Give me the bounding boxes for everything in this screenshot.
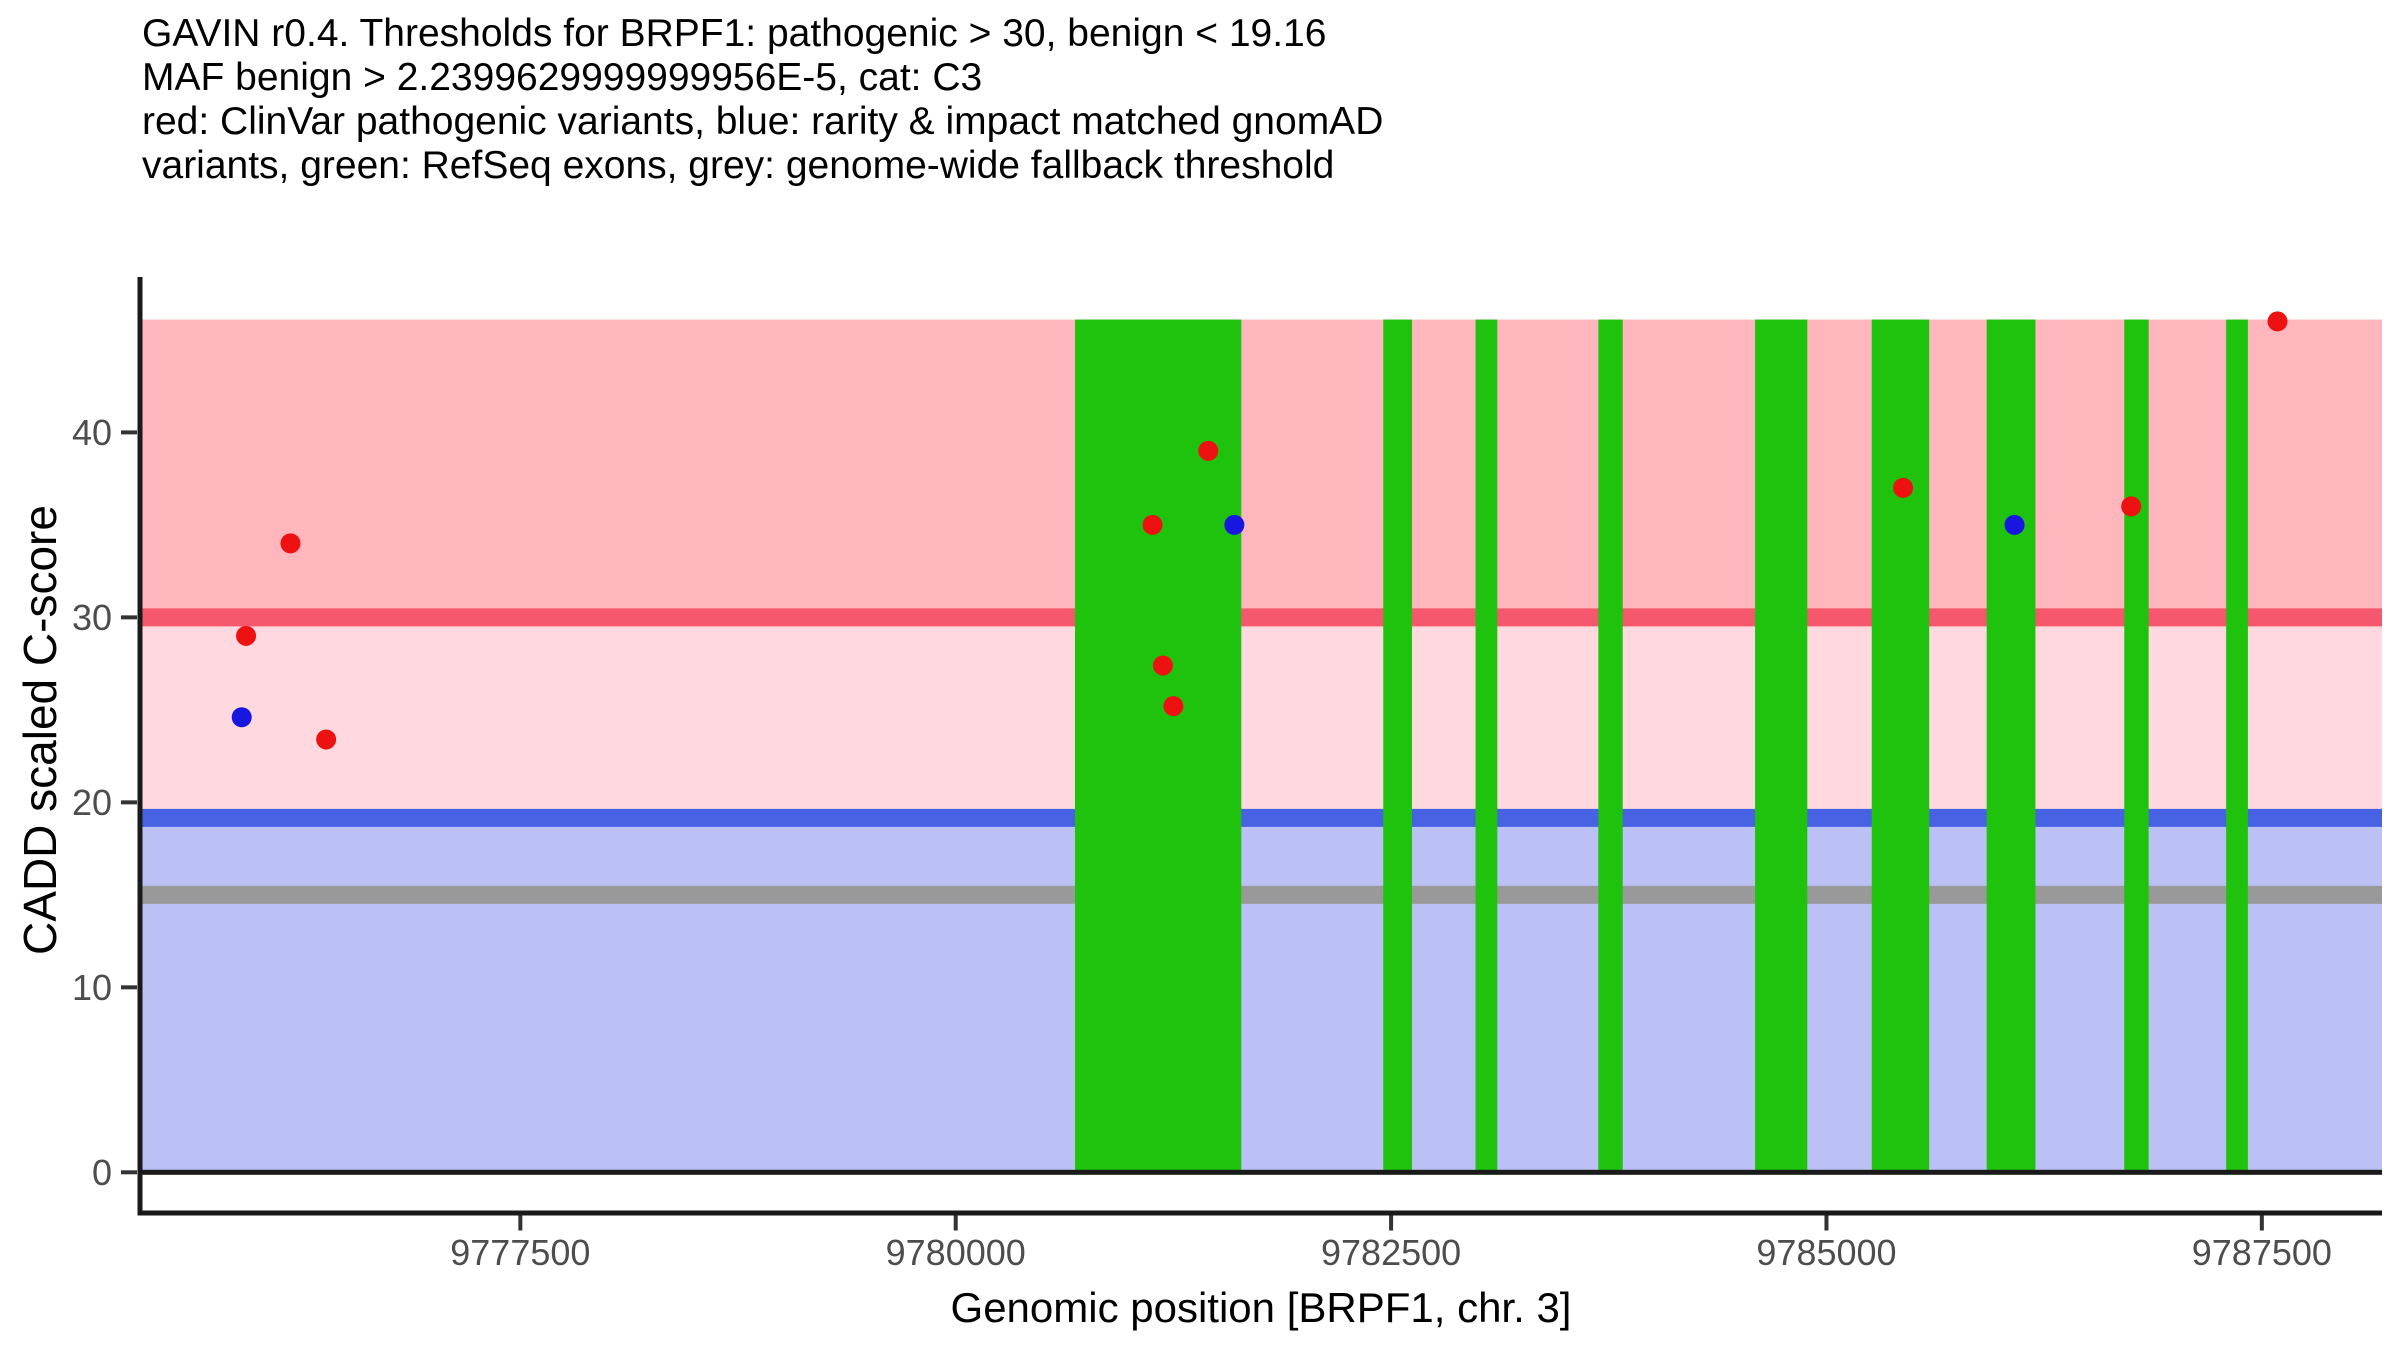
exon-bar <box>1986 319 2036 1173</box>
exon-bar <box>1383 319 1412 1173</box>
x-tick <box>1389 1215 1394 1231</box>
y-tick-label: 30 <box>72 597 112 638</box>
x-tick-label: 9785000 <box>1756 1232 1896 1273</box>
x-tick <box>953 1215 958 1231</box>
band-pathogenic <box>142 319 2382 618</box>
x-tick-label: 9787500 <box>2192 1232 2332 1273</box>
x-tick-label: 9782500 <box>1321 1232 1461 1273</box>
x-tick-label: 9780000 <box>886 1232 1026 1273</box>
x-tick <box>2259 1215 2264 1231</box>
y-tick <box>121 800 137 805</box>
variant-dot-gnomad <box>2004 514 2025 535</box>
variant-dot-gnomad <box>231 707 252 728</box>
exon-bar <box>2124 319 2149 1173</box>
x-tick <box>518 1215 523 1231</box>
variant-dot-clinvar <box>2267 311 2288 332</box>
y-tick-label: 40 <box>72 412 112 453</box>
band-benign <box>142 817 2382 1173</box>
title-line-3: red: ClinVar pathogenic variants, blue: … <box>142 100 1384 143</box>
threshold-line-genome_wide_fallback <box>142 885 2382 904</box>
title-line-1: GAVIN r0.4. Thresholds for BRPF1: pathog… <box>142 12 1327 55</box>
variant-dot-clinvar <box>1163 696 1184 717</box>
y-tick-label: 10 <box>72 967 112 1008</box>
x-axis-title: Genomic position [BRPF1, chr. 3] <box>950 1284 1572 1331</box>
y-tick <box>121 985 137 990</box>
x-axis-line <box>137 1210 2382 1216</box>
variant-dot-clinvar <box>316 729 337 750</box>
variant-dot-clinvar <box>1142 514 1163 535</box>
variant-dot-clinvar <box>1893 477 1914 498</box>
y-axis-line <box>137 277 143 1216</box>
band-intermediate <box>142 617 2382 818</box>
exon-bar <box>1075 319 1242 1173</box>
variant-dot-gnomad <box>1224 514 1245 535</box>
y-axis-title: CADD scaled C-score <box>14 505 66 955</box>
y-tick <box>121 1170 137 1175</box>
exon-bar <box>1475 319 1498 1173</box>
variant-dot-clinvar <box>236 625 257 646</box>
variant-dot-clinvar <box>280 533 301 554</box>
threshold-line-benign <box>142 808 2382 827</box>
exon-bar <box>2226 319 2248 1173</box>
threshold-line-pathogenic <box>142 608 2382 627</box>
exon-bar <box>1871 319 1930 1173</box>
y-tick <box>121 615 137 620</box>
y-tick-label: 20 <box>72 782 112 823</box>
title-line-4: variants, green: RefSeq exons, grey: gen… <box>142 144 1335 187</box>
exon-bar <box>1598 319 1623 1173</box>
y-tick <box>121 430 137 435</box>
zero-line <box>137 1169 2382 1175</box>
variant-dot-clinvar <box>1198 440 1219 461</box>
exon-bar <box>1755 319 1808 1173</box>
x-tick-label: 9777500 <box>450 1232 590 1273</box>
y-tick-label: 0 <box>92 1152 112 1193</box>
plot-title: GAVIN r0.4. Thresholds for BRPF1: pathog… <box>142 12 1383 188</box>
x-tick <box>1824 1215 1829 1231</box>
variant-dot-clinvar <box>2121 496 2142 517</box>
title-line-2: MAF benign > 2.2399629999999956E-5, cat:… <box>142 56 983 99</box>
variant-dot-clinvar <box>1152 655 1173 676</box>
